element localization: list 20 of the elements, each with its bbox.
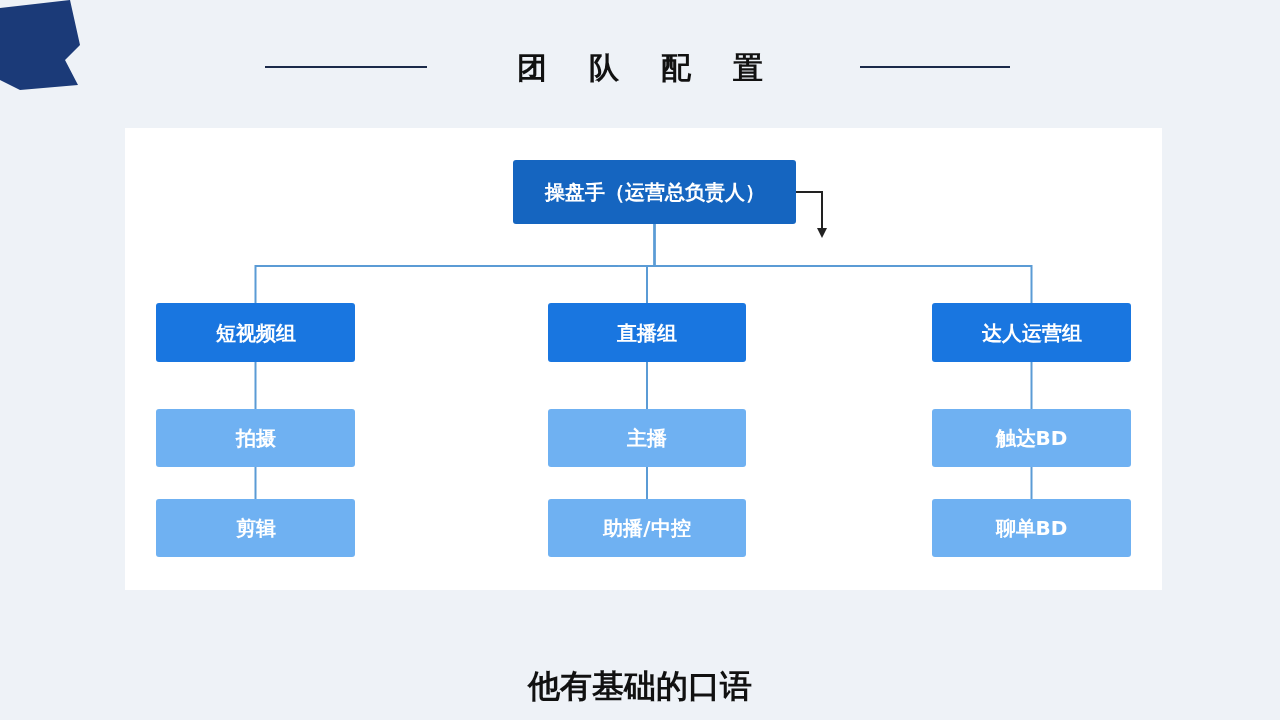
connector-line: [1030, 466, 1033, 500]
title: 团队配置: [516, 50, 805, 85]
role-box: 助播/中控: [548, 499, 746, 557]
connector-line: [1030, 361, 1033, 410]
role-box: 聊单BD: [932, 499, 1131, 557]
group-box: 直播组: [548, 303, 746, 362]
subtitle: 他有基础的口语: [528, 667, 752, 705]
role-box: 拍摄: [156, 409, 355, 467]
arrow: [795, 191, 827, 238]
group-box: 达人运营组: [932, 303, 1131, 362]
connector-line: [653, 223, 1033, 304]
role-box: 主播: [548, 409, 746, 467]
connector-line: [254, 361, 257, 410]
connector-line: [254, 466, 257, 500]
group-box: 短视频组: [156, 303, 355, 362]
role-box: 剪辑: [156, 499, 355, 557]
role-box: 触达BD: [932, 409, 1131, 467]
connector-line: [646, 361, 648, 410]
connector-line: [646, 466, 648, 500]
group-box: 操盘手（运营总负责人）: [513, 160, 796, 224]
